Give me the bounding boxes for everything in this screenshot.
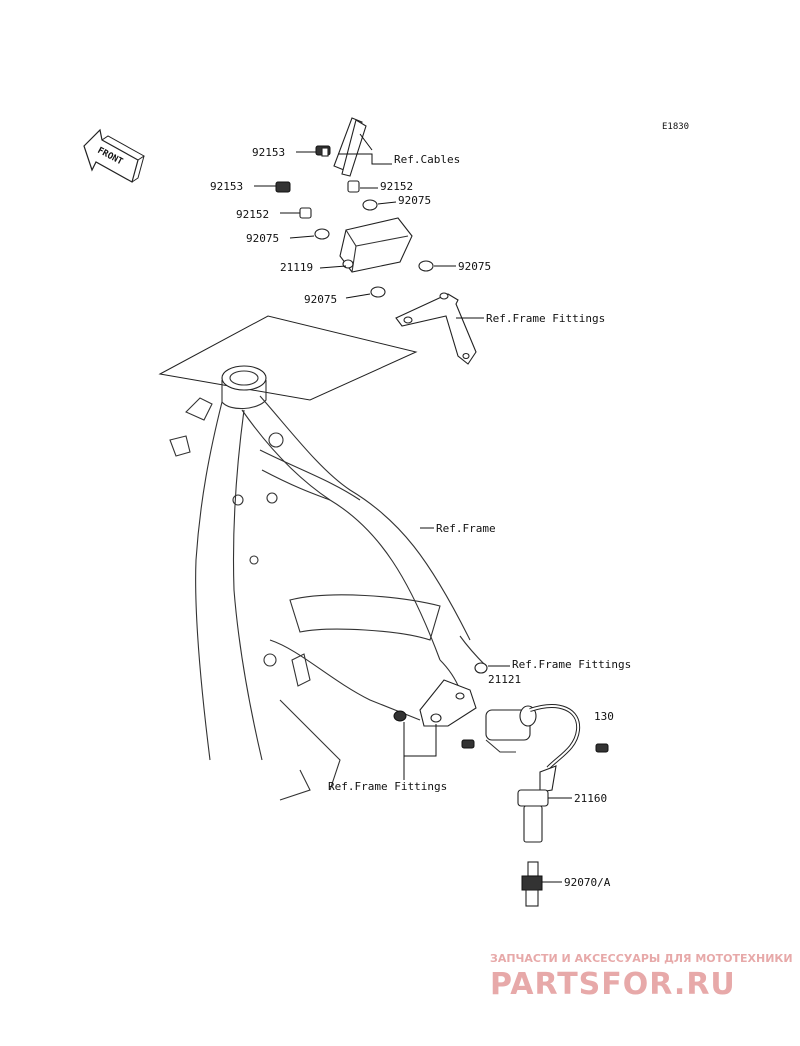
cdi-unit-21119 bbox=[339, 217, 413, 273]
callout-ref-frame-fittings-top: Ref.Frame Fittings bbox=[486, 312, 605, 325]
callout-92075-right-top: 92075 bbox=[398, 194, 431, 207]
grommet-92075-lower bbox=[370, 286, 386, 298]
grommet-92075-left bbox=[314, 228, 330, 240]
callout-92075-right: 92075 bbox=[458, 260, 491, 273]
watermark-logo: PARTSFOR.RU bbox=[490, 967, 736, 1002]
bolt-coil bbox=[461, 739, 609, 753]
collar-92152-left bbox=[299, 207, 312, 219]
callout-130: 130 bbox=[594, 710, 614, 723]
grommet-92075-top bbox=[362, 199, 378, 211]
callout-ref-frame-fittings-mid: Ref.Frame Fittings bbox=[512, 658, 631, 671]
leader-lines bbox=[254, 133, 572, 883]
callout-ref-frame: Ref.Frame bbox=[436, 522, 496, 535]
spark-plug-92070a bbox=[521, 861, 543, 907]
plug-cap-21160 bbox=[517, 765, 557, 843]
callout-92070a: 92070/A bbox=[564, 876, 611, 889]
callout-92075-lower: 92075 bbox=[304, 293, 337, 306]
callout-92152-right: 92152 bbox=[380, 180, 413, 193]
callout-ref-frame-fittings-bottom: Ref.Frame Fittings bbox=[328, 780, 447, 793]
bolt-92153-top bbox=[315, 145, 331, 157]
cable-ends bbox=[333, 117, 367, 177]
callout-ref-cables: Ref.Cables bbox=[394, 153, 460, 166]
bracket-21121 bbox=[419, 679, 477, 727]
callout-21160: 21160 bbox=[574, 792, 607, 805]
grommet-92075-right bbox=[418, 260, 434, 272]
bolt-92153-mid bbox=[275, 181, 291, 193]
grommet-21121 bbox=[474, 662, 488, 674]
front-arrow-icon: FRONT bbox=[83, 128, 145, 183]
frame-outline bbox=[169, 365, 487, 801]
callout-92153-mid: 92153 bbox=[210, 180, 243, 193]
callout-92153-top: 92153 bbox=[252, 146, 285, 159]
watermark-tagline: ЗАПЧАСТИ И АКСЕССУАРЫ ДЛЯ МОТОТЕХНИКИ bbox=[490, 952, 793, 965]
diagram-code: E1830 bbox=[662, 122, 689, 132]
mounting-bracket bbox=[395, 292, 477, 365]
nut-left bbox=[393, 710, 407, 722]
detail-outline bbox=[158, 315, 418, 401]
callout-92152-left: 92152 bbox=[236, 208, 269, 221]
callout-21121: 21121 bbox=[488, 673, 521, 686]
callout-92075-left: 92075 bbox=[246, 232, 279, 245]
callout-21119: 21119 bbox=[280, 261, 313, 274]
hightension-lead bbox=[529, 704, 581, 770]
collar-92152-right bbox=[347, 180, 360, 193]
ignition-coil-130 bbox=[485, 705, 537, 753]
